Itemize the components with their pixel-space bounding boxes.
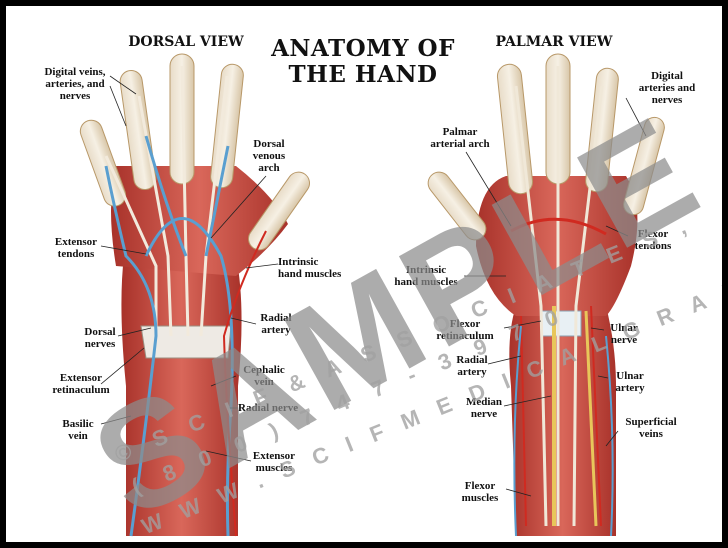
illustration-frame: ANATOMY OF THE HAND DORSAL VIEW PALMAR V… <box>6 6 722 542</box>
label-extensor-muscles: Extensor muscles <box>252 450 296 474</box>
label-basilic-vein: Basilic vein <box>62 418 94 442</box>
label-dorsal-venous-arch: Dorsal venous arch <box>252 138 286 174</box>
label-digital-arteries-nerves: Digital arteries and nerves <box>638 70 696 106</box>
dorsal-view-heading: DORSAL VIEW <box>128 34 244 50</box>
label-flexor-tendons: Flexor tendons <box>634 228 672 252</box>
label-radial-nerve: Radial nerve <box>238 402 299 414</box>
palmar-hand <box>427 53 665 537</box>
hand-anatomy-illustration <box>79 53 665 537</box>
label-radial-artery-dorsal: Radial artery <box>260 312 292 336</box>
page-title: ANATOMY OF THE HAND <box>271 35 455 88</box>
leader-lines <box>100 75 647 497</box>
label-digital-veins: Digital veins, arteries, and nerves <box>44 66 106 102</box>
label-intrinsic-dorsal: Intrinsic hand muscles <box>278 256 342 280</box>
label-ulnar-artery: Ulnar artery <box>615 370 645 394</box>
label-flexor-muscles: Flexor muscles <box>461 480 499 504</box>
dorsal-hand <box>79 53 311 537</box>
label-flexor-retinaculum: Flexor retinaculum <box>436 318 494 342</box>
label-intrinsic-palmar: Intrinsic hand muscles <box>394 264 458 288</box>
label-radial-artery-palmar: Radial artery <box>456 354 488 378</box>
label-dorsal-nerves: Dorsal nerves <box>84 326 116 350</box>
label-extensor-tendons: Extensor tendons <box>54 236 98 260</box>
label-superficial-veins: Superficial veins <box>625 416 677 440</box>
label-ulnar-nerve: Ulnar nerve <box>610 322 638 346</box>
palmar-view-heading: PALMAR VIEW <box>495 34 613 50</box>
label-palmar-arterial-arch: Palmar arterial arch <box>430 126 490 150</box>
label-extensor-retinaculum: Extensor retinaculum <box>52 372 110 396</box>
label-cephalic-vein: Cephalic vein <box>243 364 285 388</box>
label-median-nerve: Median nerve <box>465 396 503 420</box>
